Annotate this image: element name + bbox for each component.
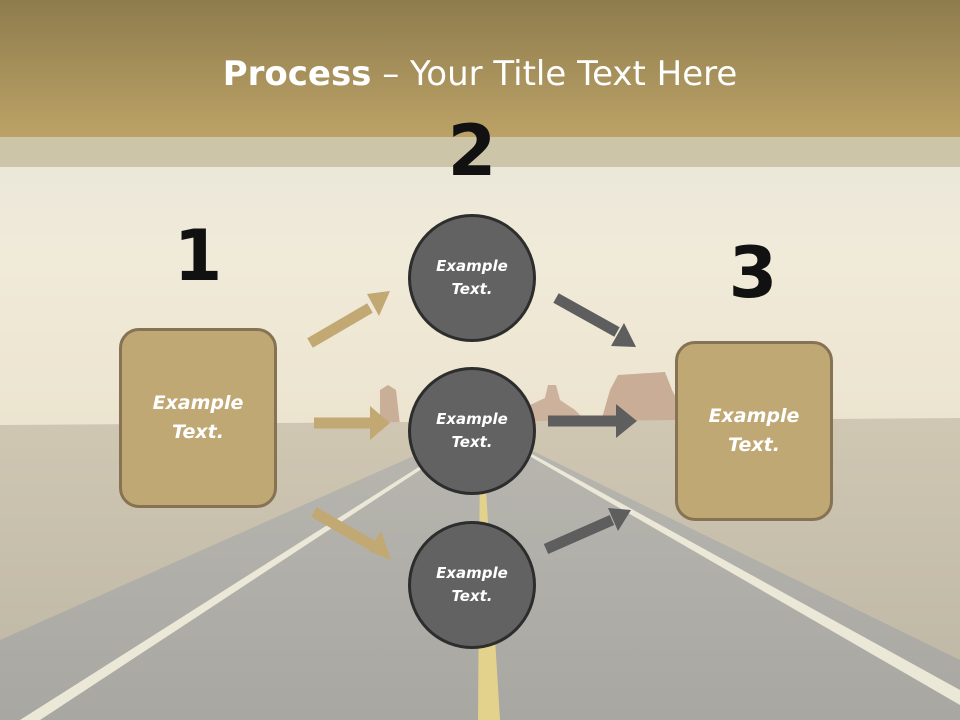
arrow-left-to-middle — [314, 406, 390, 440]
left-text-box: Example Text. — [119, 328, 277, 508]
circle-top-label: Example Text. — [436, 257, 508, 298]
right-box-label: Example Text. — [708, 405, 800, 456]
left-box-label: Example Text. — [152, 392, 244, 443]
step-number-3: 3 — [728, 232, 778, 314]
circle-top: Example Text. — [408, 214, 536, 342]
arrow-left-to-bottom — [311, 507, 391, 560]
arrow-top-to-right — [553, 293, 636, 347]
circle-bottom: Example Text. — [408, 521, 536, 649]
arrow-bottom-to-right — [543, 508, 631, 555]
circle-middle-label: Example Text. — [436, 410, 508, 451]
circle-bottom-label: Example Text. — [436, 564, 508, 605]
step-number-1: 1 — [173, 215, 223, 297]
circle-middle: Example Text. — [408, 367, 536, 495]
arrow-middle-to-right — [548, 404, 637, 438]
slide-title: Process – Your Title Text Here — [0, 52, 960, 96]
right-text-box: Example Text. — [675, 341, 833, 521]
title-bar — [0, 0, 960, 137]
title-bar-band — [0, 137, 960, 167]
step-number-2: 2 — [447, 110, 497, 192]
title-bold-part: Process — [222, 54, 372, 94]
arrow-left-to-top — [307, 291, 390, 348]
title-rest-part: – Your Title Text Here — [371, 54, 738, 94]
